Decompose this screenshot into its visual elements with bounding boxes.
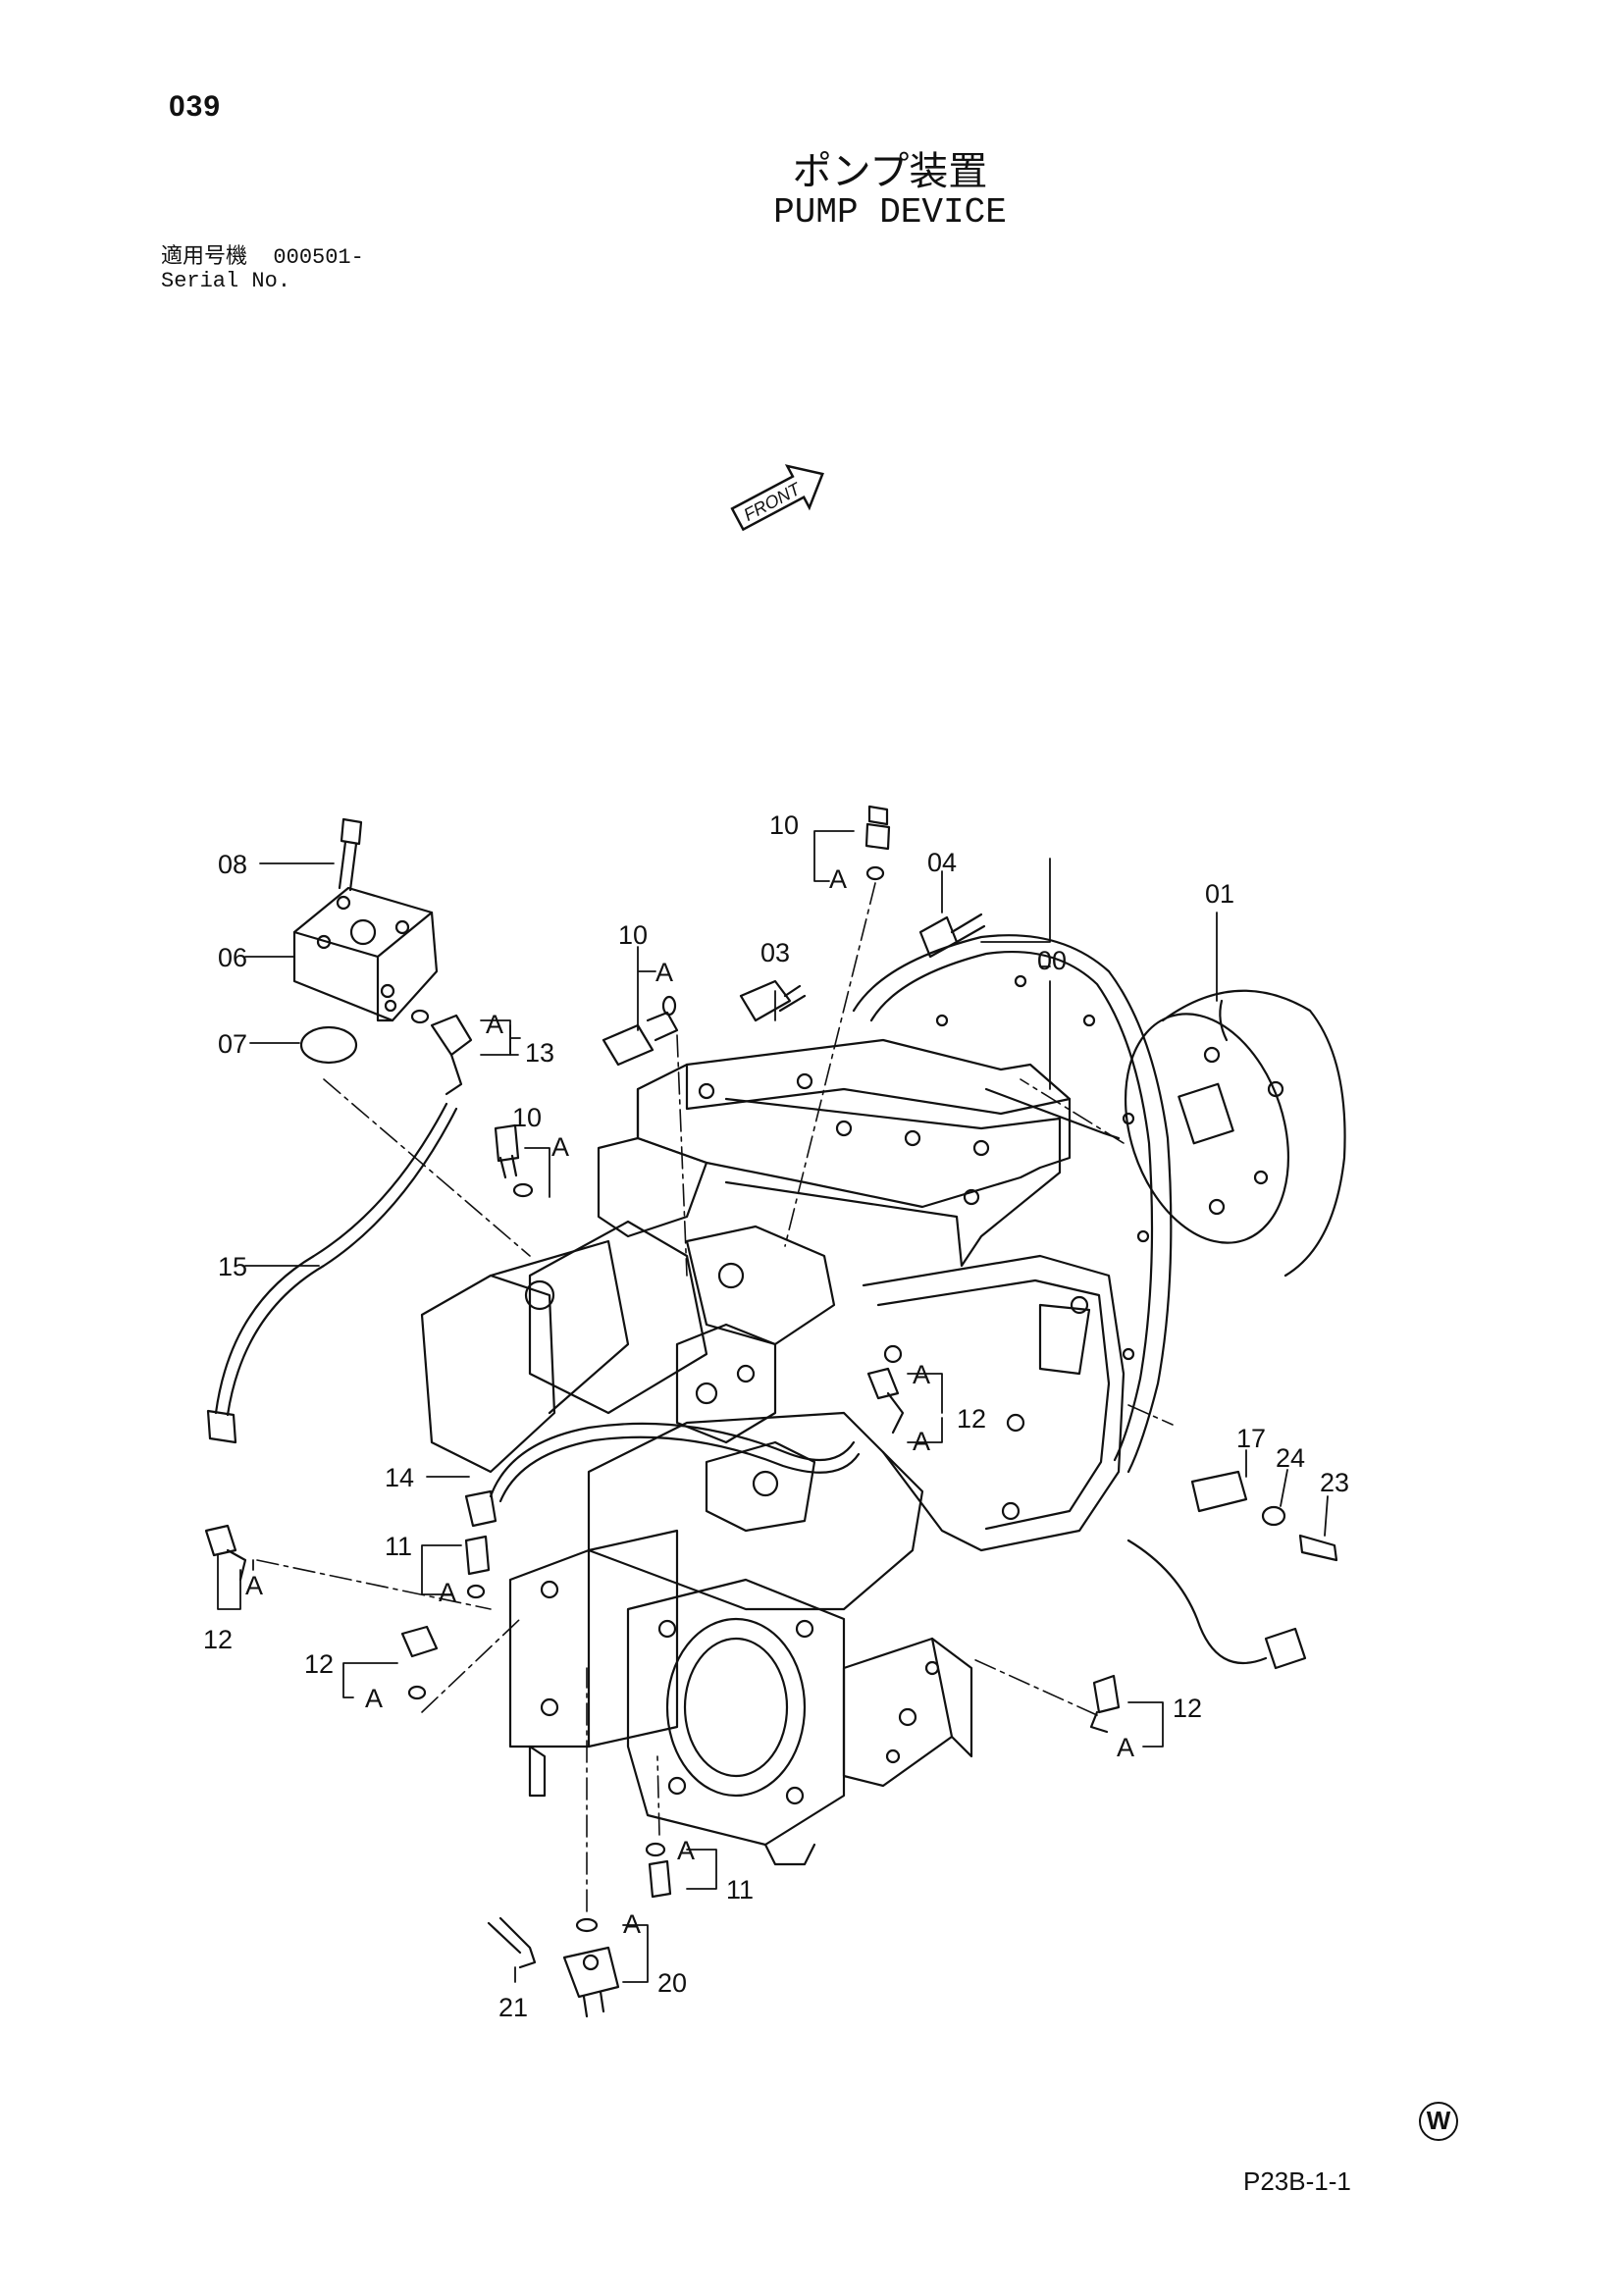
fitting-12-left: [204, 1524, 247, 1582]
page-title-en: PUMP DEVICE: [773, 192, 1007, 233]
main-pump-body: [420, 1038, 1126, 1866]
part-label-14: 14: [385, 1463, 414, 1492]
page-reference: P23B-1-1: [1243, 2166, 1351, 2196]
part-label-15: 15: [218, 1252, 247, 1281]
marker-a: A: [829, 864, 847, 894]
serial-value: 000501-: [273, 245, 364, 270]
sensor-harness: [1126, 1539, 1307, 1670]
part-label-10a: 10: [769, 810, 799, 840]
part-labels: 08 06 07 15 14 11 12 12 10 10 10 03 04 0…: [203, 810, 1349, 2022]
connector-21: [487, 1916, 537, 1969]
part-label-11b: 11: [726, 1875, 754, 1905]
fitting-10-left: [602, 1011, 679, 1067]
leader-lines: [217, 830, 1329, 1983]
o-ring-10-left: [661, 995, 677, 1017]
marker-a: A: [623, 1909, 641, 1939]
fitting-10-top: [864, 805, 891, 851]
marker-a: A: [1117, 1733, 1134, 1762]
o-ring-11-lower: [645, 1842, 666, 1857]
marker-a: A: [913, 1427, 930, 1456]
bracket-17: [1190, 1470, 1248, 1513]
part-label-24: 24: [1276, 1443, 1305, 1473]
sensor-20: [562, 1946, 620, 2018]
watermark-w-icon: W: [1419, 2102, 1458, 2141]
alignment-lines: [256, 882, 1174, 1912]
part-label-10b: 10: [618, 920, 648, 950]
o-ring-20: [575, 1917, 599, 1933]
o-ring-10-top: [865, 865, 885, 881]
marker-a: A: [486, 1010, 503, 1039]
marker-a: A: [677, 1836, 695, 1865]
part-label-01: 01: [1205, 879, 1234, 909]
part-label-23: 23: [1320, 1468, 1349, 1497]
fitting-10-mid: [494, 1123, 520, 1179]
marker-a: A: [365, 1684, 383, 1713]
part-label-08: 08: [218, 850, 247, 879]
marker-a: A: [655, 958, 673, 987]
fitting-12-right: [866, 1367, 905, 1435]
marker-a: A: [551, 1132, 569, 1162]
part-label-03: 03: [760, 938, 790, 967]
bolt-23: [1298, 1534, 1338, 1562]
part-label-12b: 12: [203, 1625, 233, 1654]
fitting-11-lower: [648, 1859, 672, 1899]
bolt-04: [918, 913, 986, 959]
o-ring-12-lower-left: [407, 1685, 427, 1700]
marker-a: A: [439, 1578, 456, 1607]
fitting-11-upper: [464, 1535, 491, 1576]
fitting-12-lower-right: [1089, 1674, 1121, 1734]
part-label-04: 04: [927, 848, 957, 877]
part-label-20: 20: [657, 1968, 687, 1998]
marker-a: A: [913, 1360, 930, 1389]
coupling-disc: [1124, 989, 1346, 1278]
part-label-21: 21: [498, 1993, 528, 2022]
part-label-00: 00: [1037, 946, 1067, 975]
part-label-12d: 12: [1173, 1694, 1202, 1723]
part-label-06: 06: [218, 943, 247, 972]
bolt-08: [338, 817, 363, 892]
cover-plate: [292, 886, 439, 1022]
fitting-13: [430, 1014, 473, 1096]
part-label-12a: 12: [957, 1404, 986, 1434]
fitting-12-lower-left: [400, 1625, 439, 1658]
o-ring-11-upper: [466, 1584, 486, 1599]
part-label-11a: 11: [385, 1532, 412, 1561]
o-ring-13: [410, 1009, 430, 1024]
o-ring-10-mid: [512, 1182, 534, 1198]
serial-info: 適用号機 000501- Serial No.: [161, 245, 364, 293]
flywheel-housing: [852, 934, 1173, 1474]
hose-15: [206, 1102, 458, 1444]
part-label-12c: 12: [304, 1649, 334, 1679]
page-title-jp: ポンプ装置: [792, 149, 988, 194]
washer-24: [1261, 1505, 1286, 1527]
part-label-17: 17: [1236, 1424, 1266, 1453]
page-number: 039: [169, 90, 222, 123]
serial-label-jp: 適用号機: [161, 244, 248, 269]
part-label-07: 07: [218, 1029, 247, 1059]
marker-a: A: [245, 1571, 263, 1600]
part-label-10c: 10: [512, 1103, 542, 1132]
front-arrow-icon: FRONT: [730, 464, 824, 532]
bolt-03: [739, 979, 807, 1022]
hose-14: [464, 1422, 861, 1528]
part-label-13: 13: [525, 1038, 554, 1068]
serial-label-en: Serial No.: [161, 269, 291, 293]
o-ring-07: [299, 1025, 358, 1065]
